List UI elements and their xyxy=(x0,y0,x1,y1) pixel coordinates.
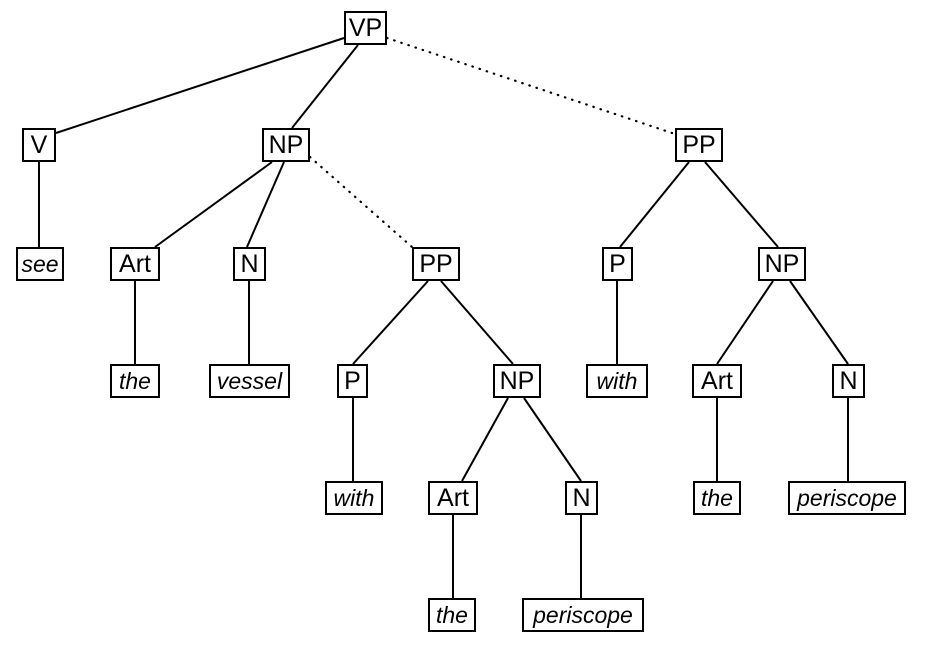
tree-edge-np_mid-to-n_mid xyxy=(523,397,582,482)
terminal-node-vessel[interactable]: vessel xyxy=(209,364,290,398)
tree-edge-np_mid-to-art_mid xyxy=(461,397,509,482)
category-node-pp_right[interactable]: PP xyxy=(675,128,723,162)
tree-edge-np1-to-art1 xyxy=(154,161,273,248)
terminal-node-with_r[interactable]: with xyxy=(586,364,648,398)
node-label: the xyxy=(119,367,151,394)
node-label: see xyxy=(21,250,59,277)
node-label: PP xyxy=(682,130,716,159)
category-node-n_right[interactable]: N xyxy=(832,364,865,398)
node-label: Art xyxy=(119,249,151,278)
category-node-np1[interactable]: NP xyxy=(262,128,310,162)
category-node-art_mid[interactable]: Art xyxy=(428,481,478,515)
terminal-node-the_m[interactable]: the xyxy=(428,598,476,632)
node-label: periscope xyxy=(797,484,897,511)
node-label: N xyxy=(572,483,591,512)
category-node-np_right[interactable]: NP xyxy=(758,247,806,281)
tree-edge-pp_mid-to-np_mid xyxy=(440,280,514,365)
node-label: the xyxy=(436,601,468,628)
node-label: periscope xyxy=(533,601,633,628)
node-label: the xyxy=(701,484,733,511)
category-node-vp[interactable]: VP xyxy=(344,11,387,45)
category-node-art_right[interactable]: Art xyxy=(692,364,742,398)
node-label: NP xyxy=(764,249,800,278)
category-node-p_mid[interactable]: P xyxy=(337,364,368,398)
node-label: Art xyxy=(437,483,469,512)
tree-edge-np_right-to-n_right xyxy=(789,280,849,365)
terminal-node-the_r[interactable]: the xyxy=(693,481,741,515)
node-label: N xyxy=(839,366,858,395)
category-node-v[interactable]: V xyxy=(22,128,56,162)
node-label: VP xyxy=(348,13,383,42)
terminal-node-with_m[interactable]: with xyxy=(325,481,383,515)
node-label: P xyxy=(609,249,626,278)
tree-edge-pp_right-to-np_right xyxy=(704,161,779,248)
category-node-n_mid[interactable]: N xyxy=(565,481,598,515)
category-node-np_mid[interactable]: NP xyxy=(493,364,541,398)
tree-edge-vp-to-v xyxy=(55,37,345,134)
terminal-node-persc_r[interactable]: periscope xyxy=(788,481,906,515)
category-node-art1[interactable]: Art xyxy=(110,247,160,281)
tree-edge-pp_mid-to-p_mid xyxy=(352,280,429,365)
tree-edge-vp-to-np1 xyxy=(291,44,359,129)
node-label: P xyxy=(344,366,361,395)
node-label: with xyxy=(596,367,638,394)
category-node-p_right[interactable]: P xyxy=(602,247,633,281)
node-label: N xyxy=(240,249,259,278)
tree-edge-np1-to-pp_mid xyxy=(308,155,414,249)
node-label: NP xyxy=(499,366,535,395)
node-label: V xyxy=(30,130,48,159)
terminal-node-persc_m[interactable]: periscope xyxy=(522,598,644,632)
node-label: Art xyxy=(701,366,733,395)
category-node-n1[interactable]: N xyxy=(233,247,266,281)
node-label: vessel xyxy=(216,367,283,394)
node-label: PP xyxy=(419,249,453,278)
tree-edge-np1-to-n1 xyxy=(246,161,285,248)
terminal-node-the1[interactable]: the xyxy=(110,364,160,398)
tree-edge-vp-to-pp_right xyxy=(385,36,677,136)
category-node-pp_mid[interactable]: PP xyxy=(412,247,460,281)
node-label: NP xyxy=(268,130,304,159)
terminal-node-see[interactable]: see xyxy=(16,247,64,281)
node-label: with xyxy=(333,484,375,511)
tree-edge-np_right-to-art_right xyxy=(716,280,774,365)
tree-edge-pp_right-to-p_right xyxy=(619,161,690,248)
